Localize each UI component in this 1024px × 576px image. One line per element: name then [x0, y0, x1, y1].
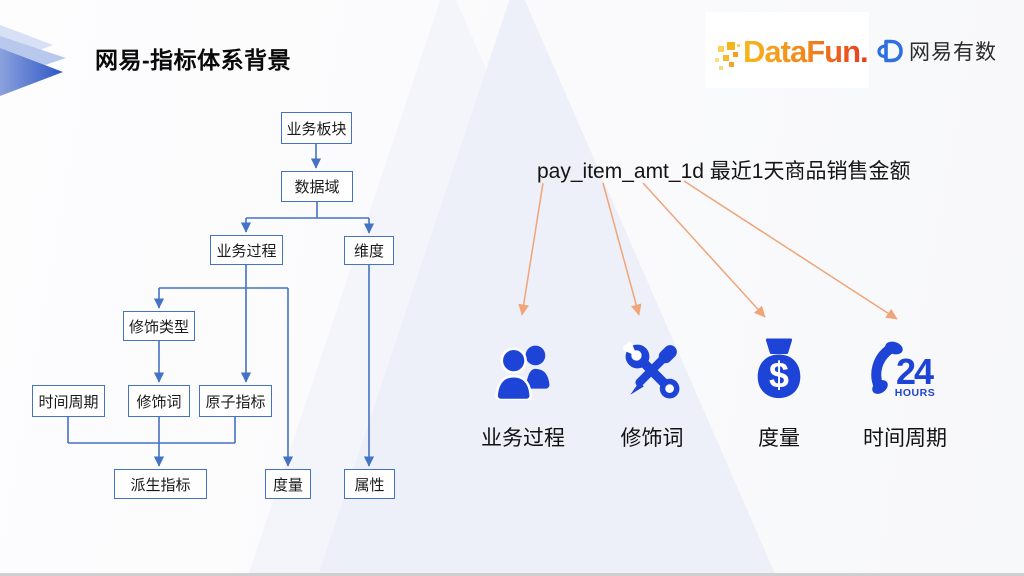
youshu-d-icon [877, 39, 903, 63]
flowchart-node-business-sector: 业务板块 [281, 112, 352, 144]
youshu-logo: 网易有数 [876, 36, 997, 66]
flowchart-node-derived-metric: 派生指标 [114, 469, 207, 499]
concept-business-process: 业务过程 [463, 338, 583, 452]
24-hours-icon: 24 HOURS [871, 341, 936, 399]
hours-word: HOURS [895, 387, 935, 399]
concept-label: 业务过程 [481, 427, 565, 450]
concept-label: 时间周期 [863, 427, 947, 450]
flowchart-node-data-domain: 数据域 [281, 171, 353, 202]
datafun-logo: DataFun. [705, 12, 869, 88]
example-arrows [518, 180, 898, 320]
page-title: 网易-指标体系背景 [95, 47, 292, 73]
concept-modifier: 修饰词 [592, 338, 712, 452]
users-icon [495, 345, 550, 400]
concept-measure: $ 度量 [719, 338, 839, 452]
wrench-screwdriver-icon [623, 342, 680, 399]
example-metric-text: pay_item_amt_1d 最近1天商品销售金额 [537, 160, 911, 183]
hours-number: 24 [896, 351, 934, 392]
flowchart-node-time-period: 时间周期 [32, 385, 105, 417]
flowchart-node-modifier-type: 修饰类型 [123, 311, 195, 341]
flowchart-node-atomic-metric: 原子指标 [199, 385, 272, 417]
corner-chevron-decoration [0, 25, 66, 96]
dollar-symbol: $ [769, 355, 789, 395]
youshu-wordmark: 网易有数 [909, 41, 997, 64]
concept-label: 度量 [758, 427, 800, 450]
money-bag-icon: $ [757, 338, 801, 399]
flowchart-node-modifier: 修饰词 [128, 385, 190, 417]
concept-time-period: 24 HOURS 时间周期 [845, 338, 965, 452]
slide-bottom-edge [0, 573, 1024, 576]
datafun-pixel-decoration [711, 36, 743, 78]
flowchart-node-business-process: 业务过程 [210, 235, 283, 265]
flowchart-node-attribute: 属性 [344, 469, 395, 499]
flowchart-node-dimension: 维度 [344, 236, 394, 265]
datafun-wordmark: DataFun. [743, 34, 869, 69]
flowchart-node-measure: 度量 [265, 469, 311, 499]
concept-label: 修饰词 [620, 427, 684, 450]
